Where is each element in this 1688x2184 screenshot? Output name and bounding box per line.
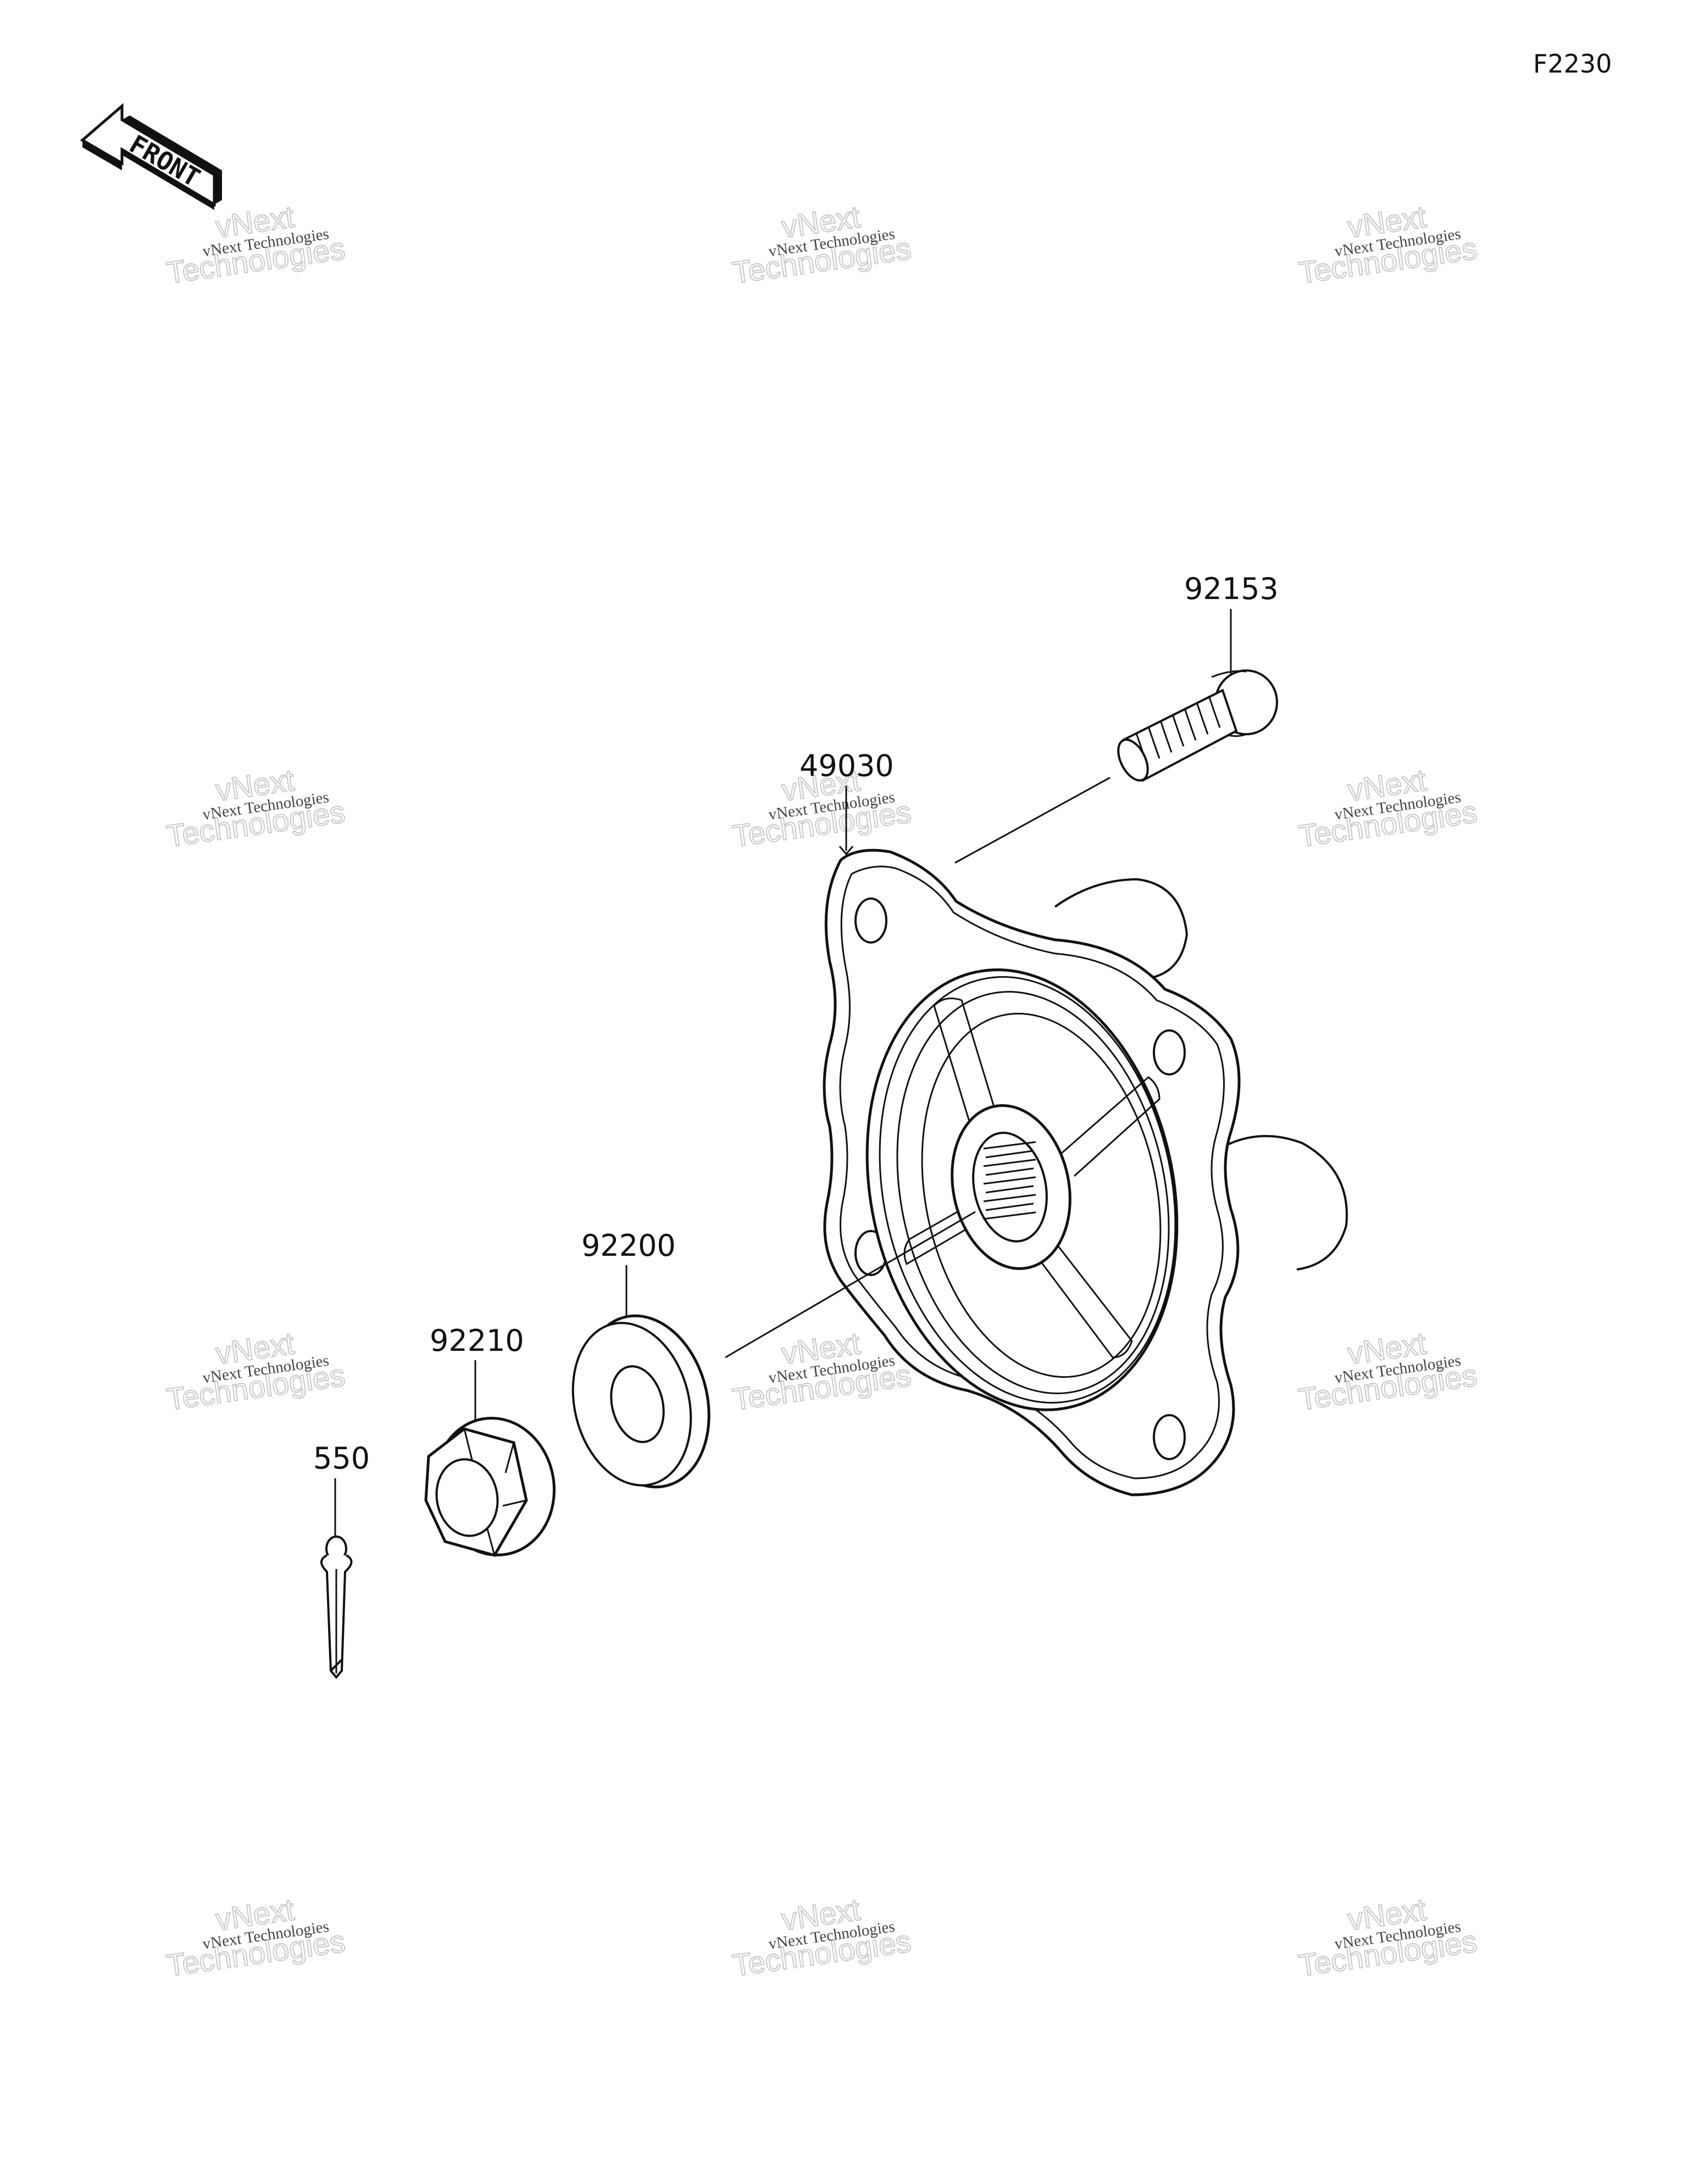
stud-bolt-92153: 92153 [954, 572, 1279, 864]
part-number-92210: 92210 [430, 1323, 524, 1358]
part-number-92200: 92200 [581, 1228, 676, 1263]
front-arrow-icon: FRONT [80, 103, 222, 210]
part-number-550: 550 [313, 1441, 370, 1476]
part-number-49030: 49030 [799, 749, 894, 783]
diagram-code: F2230 [1533, 49, 1612, 79]
hub-49030: 49030 [725, 749, 1348, 1496]
part-number-92153: 92153 [1184, 572, 1279, 606]
cotter-pin-550: 550 [313, 1441, 370, 1679]
washer-92200: 92200 [571, 1228, 710, 1489]
flange-nut-92210: 92210 [424, 1323, 556, 1557]
